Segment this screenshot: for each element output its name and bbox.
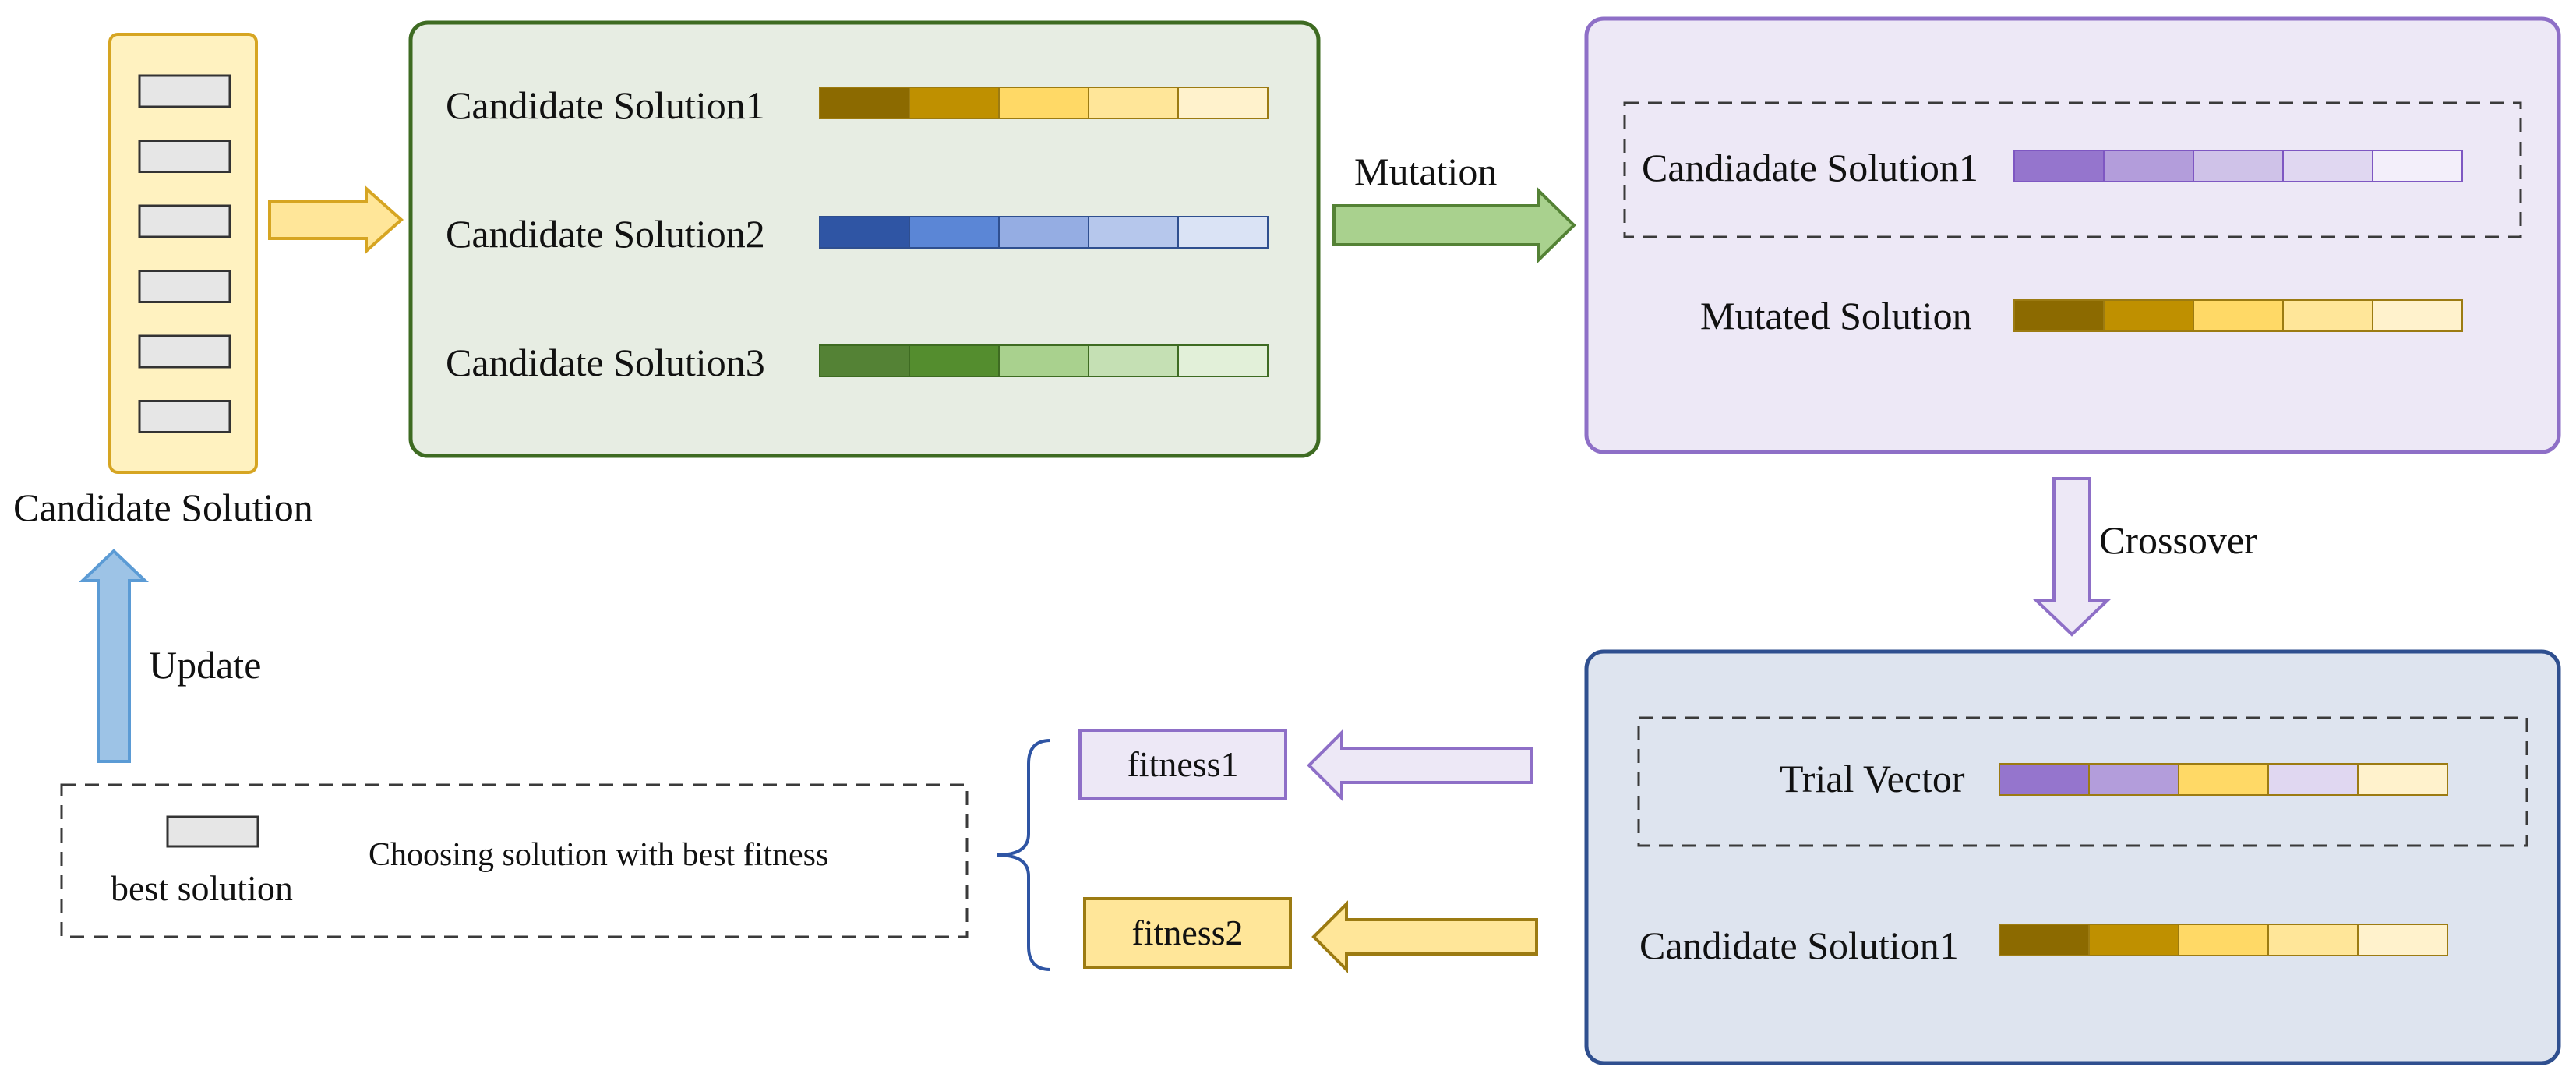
candidate-3-bar-segment xyxy=(998,344,1089,377)
population-slot xyxy=(138,400,231,433)
crossover-label: Crossover xyxy=(2099,518,2257,562)
mutation-label: Mutation xyxy=(1354,150,1498,193)
best-solution-label: best solution xyxy=(111,868,293,908)
crossover-candidate-bar-segment xyxy=(2267,924,2359,956)
mutation-dashed-frame xyxy=(1623,101,2522,238)
population-slot xyxy=(138,204,231,238)
candidate-2-bar-segment xyxy=(819,216,910,249)
population-label: Candidate Solution xyxy=(13,486,313,529)
candidate-1-bar-segment xyxy=(998,87,1089,119)
mutated-solution-label: Mutated Solution xyxy=(1700,294,1972,337)
fitness2-label: fitness2 xyxy=(1131,913,1244,952)
candidate-row-1-label: Candidate Solution1 xyxy=(446,83,765,127)
candidate-2-bar-segment xyxy=(1177,216,1269,249)
candidate-1-bar-segment xyxy=(909,87,1000,119)
crossover-candidate-bar-segment xyxy=(2178,924,2269,956)
selection-description: Choosing solution with best fitness xyxy=(369,837,829,873)
crossover-candidate-label: Candidate Solution1 xyxy=(1639,924,1959,967)
mutation-candidate-bar-segment xyxy=(2013,150,2105,182)
fitness2-box xyxy=(1083,897,1292,969)
population-slots xyxy=(138,74,231,433)
curly-brace xyxy=(997,739,1051,971)
arrow-to-candidates xyxy=(268,185,404,255)
mutation-bars xyxy=(2013,150,2463,332)
mutated-solution-bar-segment xyxy=(2282,299,2373,332)
mutated-solution-bar-segment xyxy=(2013,299,2105,332)
crossover-dashed-frame xyxy=(1637,716,2528,847)
trial-vector-bar-segment xyxy=(2267,763,2359,796)
candidate-1-bar-segment xyxy=(1088,87,1179,119)
mutation-candidate-bar-segment xyxy=(2103,150,2194,182)
crossover-candidate-bar-segment xyxy=(2088,924,2179,956)
crossover-candidate-bar-segment xyxy=(2357,924,2448,956)
fitness1-label: fitness1 xyxy=(1127,744,1239,784)
fitness2-arrow xyxy=(1311,900,1538,973)
candidate-3-bar-segment xyxy=(819,344,910,377)
population-slot xyxy=(138,140,231,173)
candidate-1-bar-segment xyxy=(819,87,910,119)
mutation-candidate-bar-segment xyxy=(2193,150,2284,182)
trial-vector-bar-segment xyxy=(2088,763,2179,796)
population-slot xyxy=(138,270,231,303)
candidate-2-bar-segment xyxy=(909,216,1000,249)
best-solution-slot xyxy=(166,815,259,848)
candidate-2-bar-segment xyxy=(998,216,1089,249)
crossover-candidate-bar-segment xyxy=(1999,924,2090,956)
candidate-row-3-label: Candidate Solution3 xyxy=(446,341,765,384)
crossover-panel xyxy=(1584,649,2561,1065)
selection-dashed-frame xyxy=(60,783,969,938)
update-label: Update xyxy=(149,643,262,687)
candidate-row-2-label: Candidate Solution2 xyxy=(446,212,765,256)
fitness1-box xyxy=(1078,729,1287,800)
mutated-solution-bar-segment xyxy=(2103,299,2194,332)
update-arrow xyxy=(78,549,150,763)
mutation-candidate-label: Candiadate Solution1 xyxy=(1642,146,1978,189)
trial-vector-bar-segment xyxy=(1999,763,2090,796)
mutation-arrow xyxy=(1332,186,1576,264)
population-slot xyxy=(138,74,231,108)
mutation-candidate-bar-segment xyxy=(2372,150,2463,182)
crossover-arrow xyxy=(2033,477,2111,637)
trial-vector-bar-segment xyxy=(2178,763,2269,796)
trial-vector-bar-segment xyxy=(2357,763,2448,796)
candidate-3-bar-segment xyxy=(1088,344,1179,377)
population-slot xyxy=(138,334,231,369)
mutation-panel xyxy=(1584,16,2561,454)
crossover-bars xyxy=(1999,763,2448,956)
mutated-solution-bar-segment xyxy=(2372,299,2463,332)
candidate-2-bar-segment xyxy=(1088,216,1179,249)
mutation-candidate-bar-segment xyxy=(2282,150,2373,182)
candidate-bars xyxy=(819,87,1269,377)
candidate-3-bar-segment xyxy=(909,344,1000,377)
candidate-1-bar-segment xyxy=(1177,87,1269,119)
candidate-3-bar-segment xyxy=(1177,344,1269,377)
trial-vector-label: Trial Vector xyxy=(1780,757,1965,800)
mutated-solution-bar-segment xyxy=(2193,299,2284,332)
fitness1-arrow xyxy=(1307,729,1533,802)
